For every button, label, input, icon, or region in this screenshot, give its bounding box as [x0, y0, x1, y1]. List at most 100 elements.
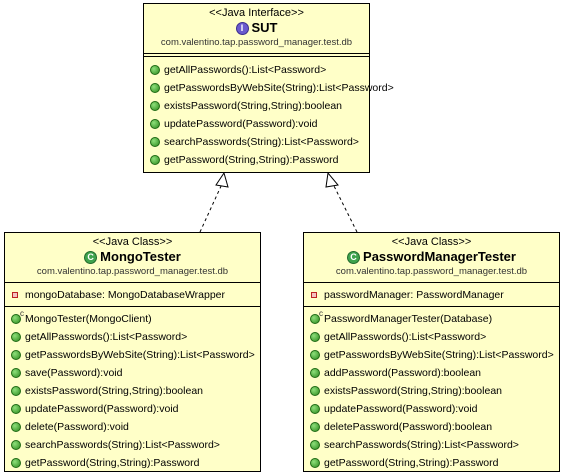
pmt-realizes-sut-line	[332, 183, 358, 233]
method-label: getPasswordsByWebSite(String):List<Passw…	[164, 82, 394, 94]
method-label: updatePassword(Password):void	[164, 118, 318, 130]
mongotester-package: com.valentino.tap.password_manager.test.…	[36, 266, 229, 277]
sut-interface-box[interactable]: <<Java Interface>> I SUT com.valentino.t…	[143, 3, 394, 173]
method-row: save(Password):void	[5, 364, 260, 382]
method-label: searchPasswords(String):List<Password>	[324, 439, 519, 451]
public-method-icon	[310, 350, 320, 360]
public-method-icon	[11, 422, 21, 432]
sut-header: <<Java Interface>> I SUT com.valentino.t…	[144, 4, 369, 53]
pmt-title: C PasswordManagerTester	[304, 249, 559, 265]
method-label: existsPassword(String,String):boolean	[25, 385, 203, 397]
method-label: getPassword(String,String):Password	[164, 154, 339, 166]
method-row: getAllPasswords():List<Password>	[304, 328, 559, 346]
method-row: getAllPasswords():List<Password>	[144, 61, 369, 79]
method-row: updatePassword(Password):void	[5, 400, 260, 418]
class-icon: C	[84, 250, 98, 264]
passwordmanagertester-class-box[interactable]: <<Java Class>> C PasswordManagerTester c…	[303, 232, 560, 472]
method-row: existsPassword(String,String):boolean	[304, 382, 559, 400]
interface-icon: I	[235, 21, 249, 35]
sut-methods: getAllPasswords():List<Password> getPass…	[144, 57, 394, 171]
method-row: getPassword(String,String):Password	[304, 454, 559, 472]
method-label: PasswordManagerTester(Database)	[324, 313, 493, 325]
method-row: getPasswordsByWebSite(String):List<Passw…	[144, 79, 394, 97]
sut-name: SUT	[251, 20, 278, 35]
method-label: existsPassword(String,String):boolean	[324, 385, 502, 397]
public-method-icon	[310, 386, 320, 396]
divider	[144, 56, 369, 57]
public-method-icon	[310, 404, 320, 414]
method-label: getPassword(String,String):Password	[25, 457, 200, 469]
public-method-icon	[150, 65, 160, 75]
method-row: searchPasswords(String):List<Password>	[5, 436, 260, 454]
mongotester-stereotype: <<Java Class>>	[92, 236, 173, 248]
method-label: delete(Password):void	[25, 421, 129, 433]
method-row: getPassword(String,String):Password	[144, 151, 369, 169]
mongotester-methods: MongoTester(MongoClient) getAllPasswords…	[5, 307, 260, 474]
field-label: passwordManager: PasswordManager	[324, 289, 504, 301]
sut-stereotype: <<Java Interface>>	[209, 7, 304, 19]
method-label: getAllPasswords():List<Password>	[164, 64, 327, 76]
method-row: PasswordManagerTester(Database)	[304, 309, 559, 328]
mongotester-name: MongoTester	[100, 249, 181, 264]
public-method-icon	[11, 332, 21, 342]
method-row: searchPasswords(String):List<Password>	[304, 436, 559, 454]
public-method-icon	[310, 422, 320, 432]
public-method-icon	[150, 119, 160, 129]
divider	[144, 53, 369, 54]
divider	[304, 282, 559, 283]
method-row: getAllPasswords():List<Password>	[5, 328, 260, 346]
pmt-name: PasswordManagerTester	[363, 249, 516, 264]
private-field-icon	[311, 292, 317, 298]
mongotester-class-box[interactable]: <<Java Class>> C MongoTester com.valenti…	[4, 232, 261, 472]
public-method-icon	[310, 368, 320, 378]
field-row: passwordManager: PasswordManager	[304, 286, 559, 304]
method-label: getAllPasswords():List<Password>	[324, 331, 487, 343]
pmt-package: com.valentino.tap.password_manager.test.…	[335, 266, 528, 277]
public-method-icon	[310, 458, 320, 468]
pmt-realizes-sut-arrowhead	[325, 171, 339, 188]
method-row: getPasswordsByWebSite(String):List<Passw…	[5, 346, 260, 364]
method-row: deletePassword(Password):boolean	[304, 418, 559, 436]
public-method-icon	[11, 386, 21, 396]
method-label: addPassword(Password):boolean	[324, 367, 482, 379]
method-row: existsPassword(String,String):boolean	[5, 382, 260, 400]
method-label: getPasswordsByWebSite(String):List<Passw…	[324, 349, 554, 361]
constructor-icon	[11, 309, 24, 324]
divider	[5, 306, 260, 307]
mongotester-header: <<Java Class>> C MongoTester com.valenti…	[5, 233, 260, 282]
public-method-icon	[150, 155, 160, 165]
public-method-icon	[310, 440, 320, 450]
mongotester-title: C MongoTester	[5, 249, 260, 265]
method-label: updatePassword(Password):void	[25, 403, 179, 415]
divider	[304, 306, 559, 307]
public-method-icon	[150, 101, 160, 111]
method-label: searchPasswords(String):List<Password>	[25, 439, 220, 451]
method-row: searchPasswords(String):List<Password>	[144, 133, 369, 151]
method-row: getPassword(String,String):Password	[5, 454, 260, 472]
method-row: addPassword(Password):boolean	[304, 364, 559, 382]
method-label: getPasswordsByWebSite(String):List<Passw…	[25, 349, 255, 361]
public-method-icon	[11, 368, 21, 378]
method-label: searchPasswords(String):List<Password>	[164, 136, 359, 148]
method-label: updatePassword(Password):void	[324, 403, 478, 415]
public-method-icon	[11, 440, 21, 450]
sut-title: I SUT	[144, 20, 369, 36]
method-label: deletePassword(Password):boolean	[324, 421, 493, 433]
public-method-icon	[11, 404, 21, 414]
pmt-stereotype: <<Java Class>>	[391, 236, 472, 248]
class-icon: C	[347, 250, 361, 264]
field-row: mongoDatabase: MongoDatabaseWrapper	[5, 286, 260, 304]
method-label: getAllPasswords():List<Password>	[25, 331, 188, 343]
mongo-realizes-sut-line	[199, 183, 223, 233]
pmt-header: <<Java Class>> C PasswordManagerTester c…	[304, 233, 559, 282]
method-row: updatePassword(Password):void	[304, 400, 559, 418]
private-field-icon	[12, 292, 18, 298]
public-method-icon	[150, 83, 160, 93]
method-label: getPassword(String,String):Password	[324, 457, 499, 469]
method-row: updatePassword(Password):void	[144, 115, 369, 133]
pmt-methods: PasswordManagerTester(Database) getAllPa…	[304, 307, 559, 474]
method-row: MongoTester(MongoClient)	[5, 309, 260, 328]
public-method-icon	[11, 350, 21, 360]
mongotester-fields: mongoDatabase: MongoDatabaseWrapper	[5, 283, 260, 306]
public-method-icon	[11, 458, 21, 468]
